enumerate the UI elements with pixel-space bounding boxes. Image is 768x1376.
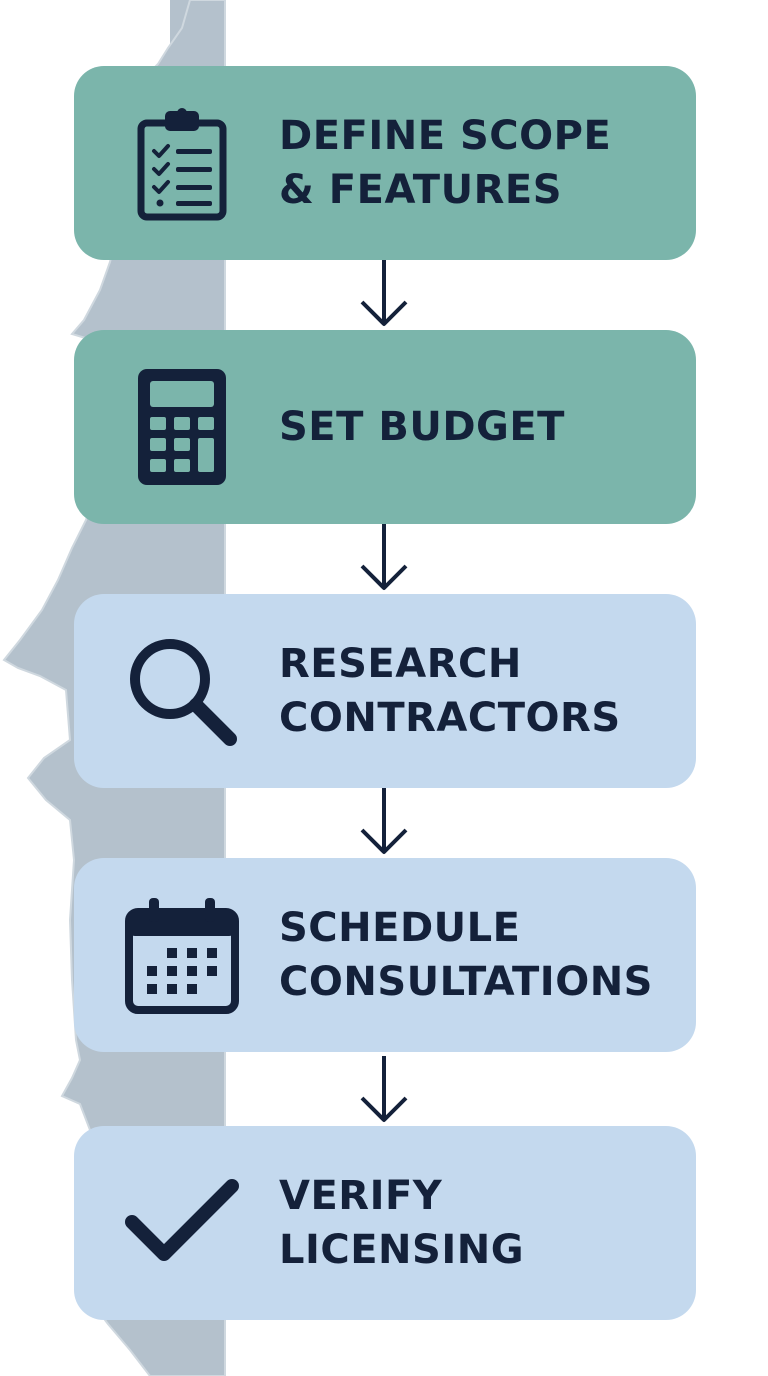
step-research-contractors: RESEARCH CONTRACTORS — [74, 594, 696, 788]
clipboard-checklist-icon — [122, 66, 242, 260]
step-define-scope: DEFINE SCOPE & FEATURES — [74, 66, 696, 260]
step-label-line-2: & FEATURES — [279, 167, 563, 213]
arrow-down-icon — [360, 788, 408, 854]
step-label: DEFINE SCOPE & FEATURES — [279, 66, 692, 260]
step-label-line-2: CONTRACTORS — [279, 695, 621, 741]
step-set-budget: SET BUDGET — [74, 330, 696, 524]
step-label-line-1: SCHEDULE — [279, 905, 521, 951]
step-label-line-2: LICENSING — [279, 1227, 525, 1273]
step-label: RESEARCH CONTRACTORS — [279, 594, 692, 788]
step-schedule-consultations: SCHEDULE CONSULTATIONS — [74, 858, 696, 1052]
step-verify-licensing: VERIFY LICENSING — [74, 1126, 696, 1320]
step-label-line-1: SET BUDGET — [279, 404, 565, 450]
checkmark-icon — [122, 1126, 242, 1320]
calendar-icon — [122, 858, 242, 1052]
step-label-line-1: DEFINE SCOPE — [279, 113, 612, 159]
step-label-line-1: VERIFY — [279, 1173, 443, 1219]
step-label: SCHEDULE CONSULTATIONS — [279, 858, 692, 1052]
step-label-line-1: RESEARCH — [279, 641, 522, 687]
step-label: SET BUDGET — [279, 330, 692, 524]
step-label-line-2: CONSULTATIONS — [279, 959, 653, 1005]
calculator-icon — [122, 330, 242, 524]
step-label: VERIFY LICENSING — [279, 1126, 692, 1320]
arrow-down-icon — [360, 260, 408, 326]
magnifier-icon — [122, 594, 242, 788]
arrow-down-icon — [360, 524, 408, 590]
arrow-down-icon — [360, 1056, 408, 1122]
